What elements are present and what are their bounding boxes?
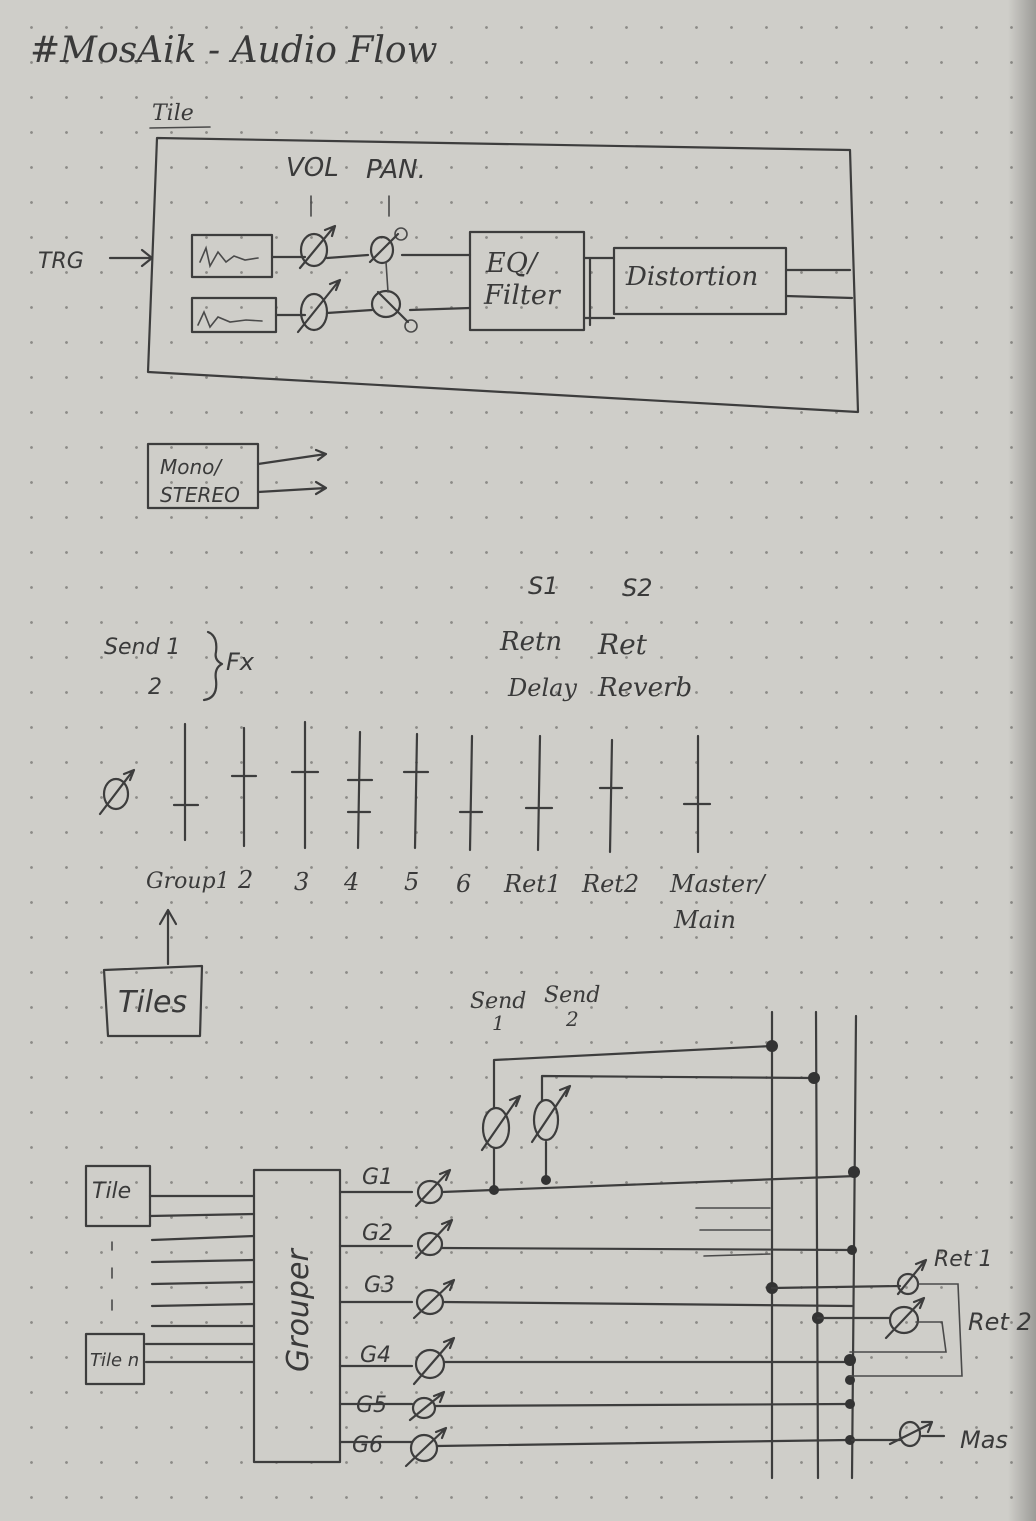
group-knob-icon-g5[interactable] [408,1390,446,1422]
vol-knob-icon-1 [298,224,337,270]
group-knob-icon-g3[interactable] [412,1278,456,1320]
fader-group1[interactable] [172,722,200,842]
group-knob-icon-g4[interactable] [412,1336,456,1386]
eq-filter-box [468,230,586,332]
channel-label-master: Master/ [669,870,768,898]
ret1-top-label: Retn [499,627,562,657]
channel-label-2: 2 [237,866,253,894]
ret1-knob-icon[interactable] [896,1258,928,1296]
grouper-label: Grouper [281,1248,316,1372]
s1-label: S1 [528,572,559,600]
send-label: Send 1 [104,635,180,660]
channel-label-group1: Group1 [146,869,230,894]
tiles-up-arrow [158,908,178,966]
group-label-g3: G3 [364,1273,395,1298]
fader-master[interactable] [682,734,712,854]
reverb-label: Reverb [597,673,692,703]
fader-ret1[interactable] [524,734,554,852]
fx-label: Fx [226,648,255,676]
channel-label-6: 6 [456,870,471,898]
fader-group2[interactable] [230,726,258,848]
trg-arrow [108,248,154,268]
group-label-g2: G2 [362,1221,393,1246]
send2-num: 2 [565,1007,579,1031]
group-label-g4: G4 [360,1343,391,1368]
send2-bus [814,1010,820,1480]
distortion-box [612,246,788,316]
tile-block: Tile TRG VOL PAN. [38,101,860,414]
ret2-knob-icon[interactable] [884,1296,926,1340]
vol-label: VOL [286,153,339,183]
sampler-box-1 [190,233,274,279]
master-knob-icon[interactable] [888,1420,934,1448]
send1-label: Send [470,989,526,1014]
pan-knob-icon-1 [368,227,408,265]
fader-ret2[interactable] [598,738,624,854]
group-label-g6: G6 [352,1433,383,1458]
tile-last-box [84,1332,146,1386]
group-knob-icon-g2[interactable] [414,1218,454,1260]
tile-first-label: Tile [92,1179,131,1204]
fx-brace [202,630,224,702]
s2-label: S2 [622,574,653,602]
tiles-box [102,964,204,1038]
master-label: Mas [960,1426,1008,1454]
fader-group5[interactable] [402,732,430,850]
channel-label-5: 5 [404,868,419,896]
distortion-label: Distortion [625,262,758,292]
grouper-box [252,1168,342,1464]
send1-knob-icon[interactable] [480,1094,522,1152]
tile-label: Tile [152,101,194,126]
eq-filter-label-2: Filter [483,280,562,311]
vol-knob-icon-2 [296,278,342,334]
fader-group4[interactable] [346,730,374,850]
fader-knob-icon [98,768,136,816]
group-label-g1: G1 [362,1165,393,1190]
mono-stereo-block: Mono/ STEREO [146,442,328,510]
tile-last-label: Tile n [90,1350,139,1371]
mono-stereo-label-2: STEREO [160,483,240,507]
channel-label-3: 3 [294,868,309,896]
waveform-icon-2 [197,309,263,329]
channel-label-main: Main [673,906,736,934]
channel-label-ret1: Ret1 [503,870,561,898]
ret2-top-label: Ret [597,628,648,661]
stereo-out-arrow [256,480,328,496]
group-knob-icon-g6[interactable] [404,1426,448,1468]
waveform-icon-1 [199,245,259,269]
send2-knob-icon[interactable] [530,1084,572,1144]
group-label-g5: G5 [356,1393,387,1418]
tile-frame [146,136,860,414]
group-knob-icon-g1[interactable] [414,1168,452,1208]
pan-knob-icon-2 [370,289,418,333]
fader-group3[interactable] [290,720,320,850]
send2-label: Send [544,983,600,1008]
trg-label: TRG [38,249,84,274]
channel-label-4: 4 [343,868,359,896]
mono-stereo-label-1: Mono/ [160,455,223,479]
mixer-section: Send 1 2 Fx S1 S2 Retn Ret Delay Reverb … [98,572,768,1038]
fader-group6[interactable] [458,734,484,852]
ret2-label: Ret 2 [968,1308,1032,1336]
eq-filter-label-1: EQ/ [485,248,540,279]
channel-label-ret2: Ret2 [581,870,639,898]
mono-out-arrow [256,448,328,466]
page-title: #MosAik - Audio Flow [30,30,438,71]
delay-label: Delay [507,674,577,702]
send1-num: 1 [492,1011,505,1035]
pan-label: PAN. [366,155,426,185]
send-2-label: 2 [148,675,162,700]
routing-section: Send 1 Send 2 Tile Tile n Grouper G1 G2 … [84,983,1032,1480]
tiles-box-label: Tiles [118,985,187,1020]
ret1-label: Ret 1 [934,1247,992,1272]
mono-stereo-box [146,442,260,510]
